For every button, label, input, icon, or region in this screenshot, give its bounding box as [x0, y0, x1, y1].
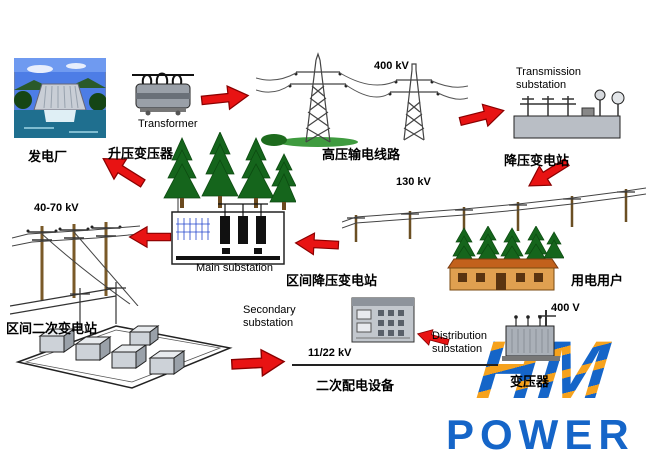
- flow-arrow: [230, 348, 286, 378]
- step-up-transformer-label: 升压变压器: [108, 146, 174, 161]
- main-substation-en-label: Main substation: [196, 262, 274, 274]
- connector-line: [292, 364, 498, 366]
- consumers-illustration: [447, 226, 564, 291]
- flow-arrow: [458, 103, 505, 128]
- trees-illustration: [163, 132, 296, 210]
- distribution-transformer-illustration: [502, 310, 560, 361]
- transmission-towers-illustration: [256, 52, 468, 147]
- secondary-substation-illustration: [10, 282, 233, 389]
- transmission-substation-illustration: [513, 89, 625, 139]
- secondary-distribution-equipment-label: 二次配电设备: [316, 378, 395, 393]
- flow-arrow: [416, 329, 450, 346]
- distribution-panel-illustration: [351, 297, 415, 343]
- voltage-40-70kv-label: 40-70 kV: [34, 202, 79, 214]
- consumers-label: 用电用户: [571, 273, 624, 288]
- voltage-400v-label: 400 V: [551, 302, 580, 314]
- logo-power-text: POWER: [446, 411, 635, 458]
- transformer-en-label: Transformer: [138, 118, 198, 130]
- subtransmission-line-illustration: [342, 187, 646, 242]
- hm-power-logo: HM POWER: [440, 325, 650, 460]
- flow-arrow: [527, 157, 570, 187]
- secondary-substation-en-label: Secondary substation: [243, 304, 296, 329]
- power-plant-illustration: [14, 58, 106, 138]
- hv-transmission-line-label: 高压输电线路: [322, 147, 401, 162]
- medium-voltage-poles-illustration: [12, 222, 140, 306]
- flow-arrow: [294, 232, 340, 256]
- main-substation-illustration: [171, 198, 285, 265]
- voltage-11-22kv-label: 11/22 kV: [308, 347, 352, 359]
- secondary-substation-cn-label: 区间二次变电站: [6, 321, 98, 336]
- flow-arrow: [128, 225, 172, 249]
- main-substation-cn-label: 区间降压变电站: [286, 273, 378, 288]
- transmission-substation-en-label: Transmission substation: [516, 66, 581, 91]
- distribution-transformer-label: 变压器: [510, 374, 550, 389]
- distribution-substation-en-label: Distribution substation: [432, 330, 488, 355]
- power-plant-label: 发电厂: [28, 149, 68, 164]
- step-down-substation-label: 降压变电站: [504, 153, 570, 168]
- flow-arrow: [102, 157, 146, 188]
- flow-arrow: [200, 85, 250, 111]
- voltage-130kv-label: 130 kV: [396, 176, 431, 188]
- step-up-transformer-illustration: [132, 72, 194, 116]
- voltage-400kv-label: 400 kV: [374, 60, 409, 72]
